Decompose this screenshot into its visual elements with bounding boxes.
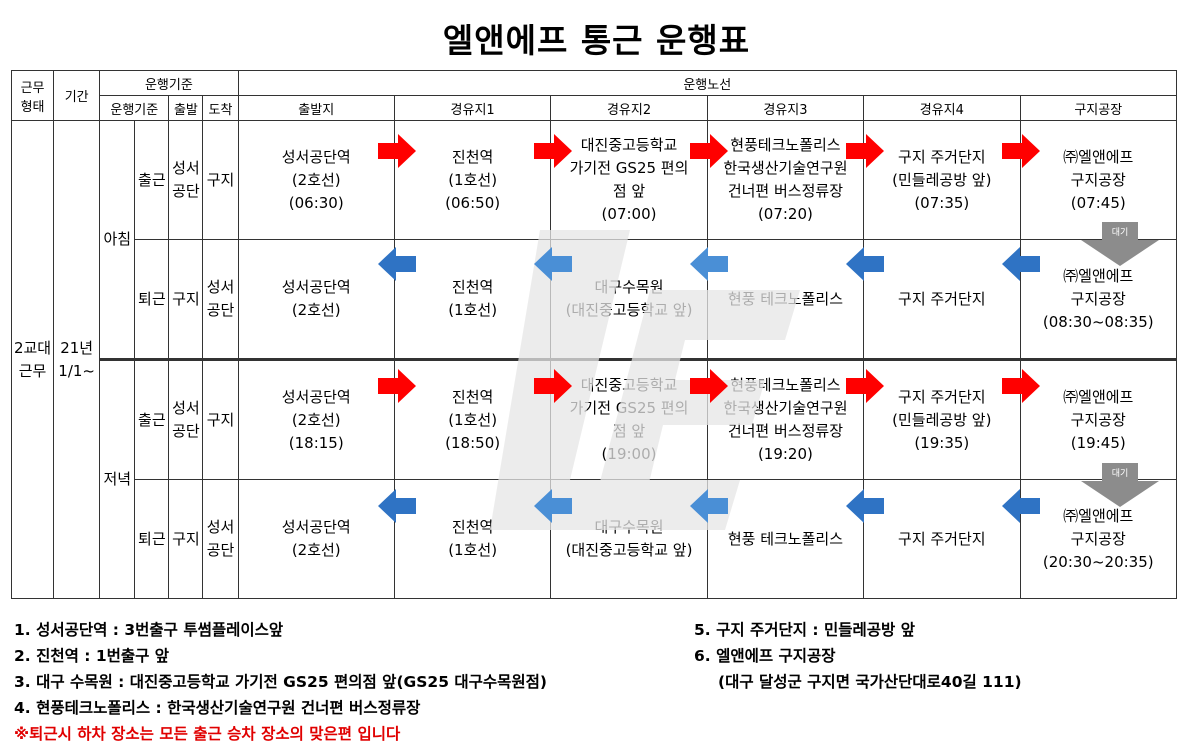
- stop-cell: 진천역(1호선): [393, 479, 552, 599]
- operation-basis-header: 운행기준: [99, 70, 239, 96]
- op-basis-sub-header: 운행기준: [99, 95, 170, 121]
- row-to: 구지: [202, 358, 239, 480]
- note-1: 1. 성서공단역 : 3번출구 투썸플레이스앞: [14, 621, 284, 639]
- row-from: 구지: [168, 479, 204, 599]
- stop-cell: 현풍 테크노폴리스: [706, 479, 865, 599]
- morning-label: 아침: [99, 120, 136, 360]
- row-direction: 출근: [134, 120, 170, 240]
- stop-cell: 성서공단역(2호선): [237, 239, 395, 360]
- stop-cell: 성서공단역(2호선)(06:30): [237, 120, 395, 240]
- note-4: 4. 현풍테크노폴리스 : 한국생산기술연구원 건너편 버스정류장: [14, 699, 421, 717]
- notes-left: 1. 성서공단역 : 3번출구 투썸플레이스앞 2. 진천역 : 1번출구 앞 …: [14, 617, 547, 747]
- col-header-via1: 경유지1: [393, 95, 552, 121]
- col-header-via2: 경유지2: [550, 95, 708, 121]
- stop-cell: 구지 주거단지: [863, 479, 1021, 599]
- operation-route-header: 운행노선: [237, 70, 1178, 96]
- stop-cell: 진천역(1호선)(18:50): [393, 358, 552, 480]
- col-header-factory: 구지공장: [1019, 95, 1177, 121]
- col-header-via4: 경유지4: [863, 95, 1021, 121]
- stop-cell: 성서공단역(2호선): [237, 479, 395, 599]
- row-direction: 퇴근: [134, 239, 170, 360]
- warning-note: ※퇴근시 하차 장소는 모든 출근 승차 장소의 맞은편 입니다: [14, 725, 401, 743]
- stop-cell: 성서공단역(2호선)(18:15): [237, 358, 395, 480]
- arrival-header: 도착: [202, 95, 239, 121]
- row-direction: 출근: [134, 358, 170, 480]
- row-from: 구지: [168, 239, 204, 360]
- stop-cell: 대구수목원(대진중고등학교 앞): [550, 479, 708, 599]
- note-2: 2. 진천역 : 1번출구 앞: [14, 647, 170, 665]
- stop-cell: 구지 주거단지: [863, 239, 1021, 360]
- page-title: 엘앤에프 통근 운행표: [442, 21, 751, 60]
- stop-cell: 현풍 테크노폴리스: [706, 239, 865, 360]
- note-5: 5. 구지 주거단지 : 민들레공방 앞: [694, 621, 915, 639]
- stop-cell: 구지 주거단지(민들레공방 앞)(07:35): [863, 120, 1021, 240]
- stop-cell: 대구수목원(대진중고등학교 앞): [550, 239, 708, 360]
- stop-cell: 구지 주거단지(민들레공방 앞)(19:35): [863, 358, 1021, 480]
- col-header-via3: 경유지3: [706, 95, 865, 121]
- notes-right: 5. 구지 주거단지 : 민들레공방 앞 6. 엘앤에프 구지공장 (대구 달성…: [694, 617, 1022, 695]
- note-6: 6. 엘앤에프 구지공장: [694, 647, 836, 665]
- note-3: 3. 대구 수목원 : 대진중고등학교 가기전 GS25 편의점 앞(GS25 …: [14, 673, 548, 691]
- departure-header: 출발: [168, 95, 204, 121]
- stop-cell: 진천역(1호선): [393, 239, 552, 360]
- row-direction: 퇴근: [134, 479, 170, 599]
- period-header: 기간: [53, 70, 101, 121]
- col-header-start: 출발지: [237, 95, 395, 121]
- evening-label: 저녁: [99, 358, 136, 599]
- row-to: 구지: [202, 120, 239, 240]
- note-6-address: (대구 달성군 구지면 국가산단대로40길 111): [718, 673, 1022, 691]
- stop-cell: 진천역(1호선)(06:50): [393, 120, 552, 240]
